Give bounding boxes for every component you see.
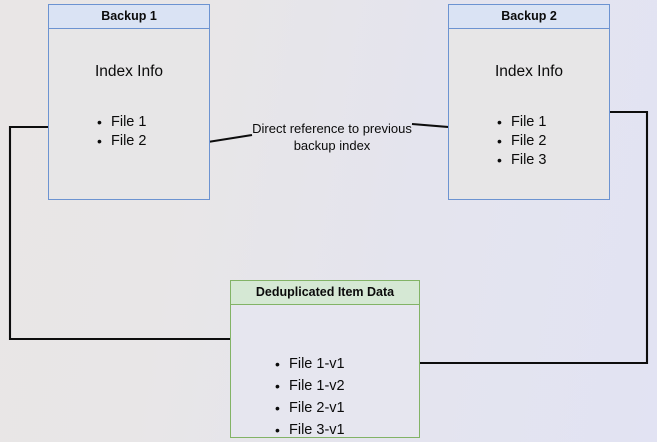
node-deduplicated-item-data-header: Deduplicated Item Data	[231, 281, 419, 305]
node-backup-2-header: Backup 2	[449, 5, 609, 29]
list-item: File 3	[497, 151, 546, 170]
node-deduplicated-item-data[interactable]: Deduplicated Item Data File 1-v1 File 1-…	[230, 280, 420, 441]
list-item: File 1-v1	[275, 353, 345, 375]
node-backup-1-header: Backup 1	[49, 5, 209, 29]
node-deduplicated-item-data-body: File 1-v1 File 1-v2 File 2-v1 File 3-v1	[231, 305, 419, 441]
node-backup-1[interactable]: Backup 1 Index Info File 1 File 2	[48, 4, 210, 200]
list-item: File 3-v1	[275, 419, 345, 441]
node-backup-2-index-title: Index Info	[494, 63, 564, 80]
node-backup-2-body: Index Info File 1 File 2 File 3	[449, 29, 609, 199]
list-item: File 1	[97, 113, 146, 132]
list-item: File 2	[97, 132, 146, 151]
node-backup-2-file-list: File 1 File 2 File 3	[497, 113, 546, 170]
edge-label-direct-reference: Direct reference to previous backup inde…	[252, 121, 412, 153]
node-backup-1-file-list: File 1 File 2	[97, 113, 146, 151]
list-item: File 2	[497, 132, 546, 151]
node-deduplicated-item-data-list: File 1-v1 File 1-v2 File 2-v1 File 3-v1	[275, 353, 345, 441]
list-item: File 2-v1	[275, 397, 345, 419]
node-backup-2[interactable]: Backup 2 Index Info File 1 File 2 File 3	[448, 4, 610, 200]
node-backup-1-body: Index Info File 1 File 2	[49, 29, 209, 199]
list-item: File 1-v2	[275, 375, 345, 397]
list-item: File 1	[497, 113, 546, 132]
node-backup-1-index-title: Index Info	[94, 63, 164, 80]
